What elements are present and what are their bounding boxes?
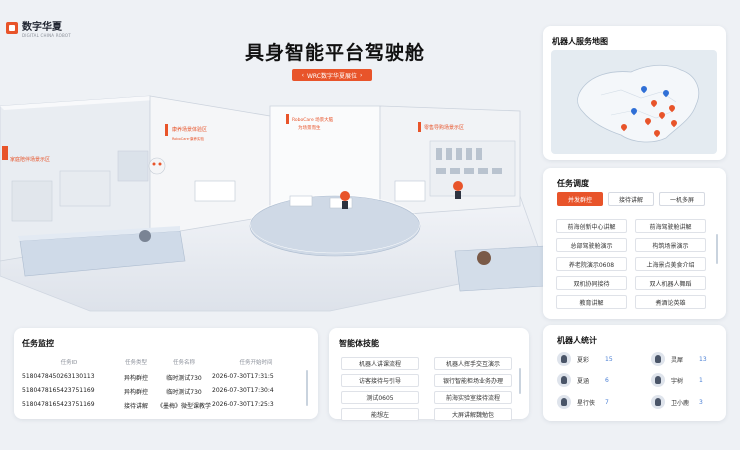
robot-avatar-icon	[651, 395, 665, 409]
logo-icon	[6, 22, 18, 34]
stats-title: 机器人统计	[557, 336, 597, 345]
schedule-item[interactable]: 养老院演示0608	[556, 257, 627, 271]
zone-label-mid: 康养场景体验区	[172, 126, 207, 133]
skills-scrollbar[interactable]	[519, 368, 521, 394]
header-task-name: 任务名称	[172, 360, 195, 366]
schedule-item[interactable]: 上海景点美食介绍	[635, 257, 706, 271]
monitor-table-header: 任务ID 任务类型 任务名称 任务开始时间	[22, 358, 300, 366]
robot-stats-panel: 机器人统计 夏彩 15 灵犀 13 夏涵 6 宇树 1 星行侠 7 卫小鹿 3	[543, 325, 726, 421]
schedule-tabs: 并发群控 接待讲解 一机多屏	[557, 192, 705, 206]
robot-name: 夏彩	[577, 356, 590, 364]
robot-avatar-icon	[557, 352, 571, 366]
cell-task-name: 《墨梅》微型课教学	[156, 403, 211, 410]
schedule-item[interactable]: 双人机器人舞蹈	[635, 276, 706, 290]
monitor-scrollbar[interactable]	[306, 370, 308, 406]
robot-avatar-icon	[651, 352, 665, 366]
skill-item[interactable]: 银行智能柜场业务办理	[434, 374, 512, 387]
robot-name: 卫小鹿	[671, 399, 690, 407]
chevron-left-icon: ‹	[301, 71, 304, 79]
zone-label-mid-brand: RoboCare·康养实验	[172, 136, 204, 141]
table-row[interactable]: 5180478450263130113 异构群控 临时测试730 2026-07…	[22, 373, 300, 382]
cell-task-type: 异构群控	[123, 389, 148, 396]
robot-stat-item[interactable]: 星行侠 7	[557, 395, 609, 409]
cell-task-id: 5180478450263130113	[22, 373, 95, 380]
robot-count: 6	[605, 376, 609, 384]
china-map[interactable]	[551, 50, 717, 154]
zone-label-right: 零售导购场景示区	[424, 124, 464, 131]
schedule-item[interactable]: 总部驾驶舱演示	[556, 238, 627, 252]
robot-count: 1	[699, 376, 703, 384]
cell-task-type: 异构群控	[123, 375, 148, 382]
skills-title: 智能体技能	[339, 339, 379, 348]
robot-stat-item[interactable]: 夏彩 15	[557, 352, 613, 366]
venue-button-label: WRC数字华夏展位	[307, 72, 357, 80]
robot-name: 夏涵	[577, 377, 590, 385]
skill-item[interactable]: 大屏讲解魏勉包	[434, 408, 512, 421]
task-monitor-panel: 任务监控 任务ID 任务类型 任务名称 任务开始时间 5180478450263…	[14, 328, 318, 419]
robot-name: 宇树	[671, 377, 684, 385]
venue-button[interactable]: ‹ WRC数字华夏展位 ›	[292, 69, 372, 81]
schedule-title: 任务调度	[557, 179, 589, 188]
page-title: 具身智能平台驾驶舱	[244, 42, 425, 64]
tab-multi-screen[interactable]: 一机多屏	[659, 192, 705, 206]
robot-stat-item[interactable]: 夏涵 6	[557, 373, 609, 387]
schedule-item[interactable]: 双机协同接待	[556, 276, 627, 290]
robot-stat-item[interactable]: 灵犀 13	[651, 352, 707, 366]
skill-item[interactable]: 访客接待与引导	[341, 374, 419, 387]
robot-count: 13	[699, 355, 707, 363]
skill-item[interactable]: 测试0605	[341, 391, 419, 404]
robot-count: 7	[605, 398, 609, 406]
robot-count: 15	[605, 355, 613, 363]
robot-stat-item[interactable]: 卫小鹿 3	[651, 395, 703, 409]
cell-start-time: 2026-07-30T17:25:3	[212, 401, 274, 408]
zone-label-center-1: RoboCare 场景大脑	[292, 116, 334, 123]
schedule-item[interactable]: 前海驾驶舱讲解	[635, 219, 706, 233]
map-shape	[577, 64, 700, 143]
robot-count: 3	[699, 398, 703, 406]
chevron-right-icon: ›	[360, 71, 363, 79]
monitor-title: 任务监控	[22, 339, 54, 348]
zone-label-left: 家庭陪伴场景示区	[10, 156, 50, 163]
map-title: 机器人服务地图	[552, 37, 608, 46]
cell-task-id: 5180478165423751169	[22, 387, 95, 394]
schedule-item[interactable]: 教育讲解	[556, 295, 627, 309]
robot-name: 星行侠	[577, 399, 596, 407]
cell-task-name: 临时测试730	[166, 389, 202, 396]
schedule-item[interactable]: 煮酒论英雄	[635, 295, 706, 309]
cell-task-name: 临时测试730	[166, 375, 202, 382]
schedule-item[interactable]: 构筑场景演示	[635, 238, 706, 252]
brand-logo: 数字华夏 DIGITAL CHINA ROBOT	[6, 22, 71, 38]
cell-task-id: 5180478165423751169	[22, 401, 95, 408]
schedule-item[interactable]: 前海创新中心讲解	[556, 219, 627, 233]
robot-avatar-icon	[557, 395, 571, 409]
robot-stat-item[interactable]: 宇树 1	[651, 373, 703, 387]
cell-start-time: 2026-07-30T17:31:5	[212, 373, 274, 380]
cell-task-type: 接待讲解	[123, 403, 148, 410]
table-row[interactable]: 5180478165423751169 异构群控 临时测试730 2026-07…	[22, 387, 300, 396]
brand-subtitle: DIGITAL CHINA ROBOT	[22, 33, 71, 38]
exhibition-hall-scene: 家庭陪伴场景示区 康养场景体验区 RoboCare·康养实验 RoboCare …	[0, 95, 545, 312]
service-map-panel: 机器人服务地图	[543, 26, 726, 160]
skill-item[interactable]: 机器人讲课流程	[341, 357, 419, 370]
table-row[interactable]: 5180478165423751169 接待讲解 《墨梅》微型课教学 2026-…	[22, 401, 300, 410]
zone-label-center-2: 为场景而生	[298, 124, 321, 131]
header-start-time: 任务开始时间	[239, 360, 273, 366]
robot-avatar-icon	[651, 373, 665, 387]
schedule-task-grid: 前海创新中心讲解 前海驾驶舱讲解 总部驾驶舱演示 构筑场景演示 养老院演示060…	[556, 219, 706, 309]
skill-item[interactable]: 能想左	[341, 408, 419, 421]
skills-grid: 机器人讲课流程 机器人挥手交互演示 访客接待与引导 银行智能柜场业务办理 测试0…	[341, 357, 512, 421]
skill-item[interactable]: 前海实验室接待流程	[434, 391, 512, 404]
task-schedule-panel: 任务调度 并发群控 接待讲解 一机多屏 前海创新中心讲解 前海驾驶舱讲解 总部驾…	[543, 168, 726, 319]
schedule-scrollbar[interactable]	[716, 234, 718, 264]
brand-name: 数字华夏	[22, 22, 62, 33]
tab-concurrent-control[interactable]: 并发群控	[557, 192, 603, 206]
robot-name: 灵犀	[671, 356, 684, 364]
tab-reception-guide[interactable]: 接待讲解	[608, 192, 654, 206]
header-task-type: 任务类型	[124, 360, 147, 366]
cell-start-time: 2026-07-30T17:30:4	[212, 387, 274, 394]
header-task-id: 任务ID	[60, 360, 78, 366]
robot-avatar-icon	[557, 373, 571, 387]
skill-item[interactable]: 机器人挥手交互演示	[434, 357, 512, 370]
agent-skills-panel: 智能体技能 机器人讲课流程 机器人挥手交互演示 访客接待与引导 银行智能柜场业务…	[329, 328, 529, 421]
